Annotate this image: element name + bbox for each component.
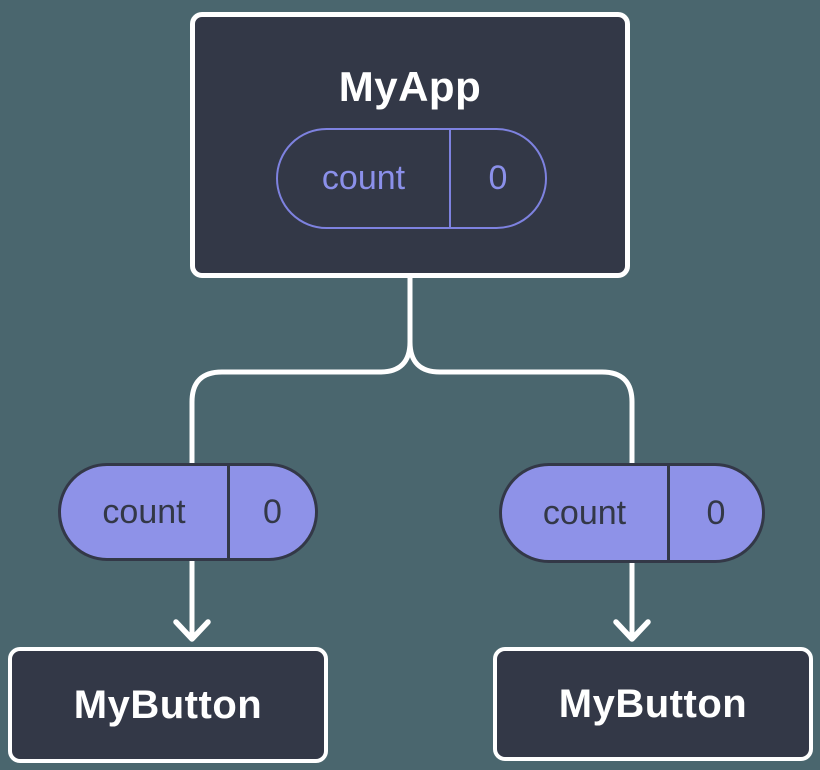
node-mybutton-right: MyButton (493, 647, 813, 761)
node-myapp-title: MyApp (338, 63, 482, 110)
prop-name-label: count (542, 493, 627, 532)
arrow-down-right-icon (613, 549, 651, 642)
prop-value: 0 (227, 466, 315, 558)
node-mybutton-left-title: MyButton (73, 682, 263, 727)
arrow-down-left-icon (173, 547, 211, 642)
prop-pill-right-child: count 0 (499, 463, 765, 563)
prop-name: count (502, 466, 667, 560)
node-myapp: MyApp (190, 12, 630, 278)
node-mybutton-left: MyButton (8, 647, 328, 763)
prop-value-label: 0 (488, 159, 508, 197)
prop-pill-root: count 0 (276, 128, 547, 229)
prop-name: count (61, 466, 227, 558)
prop-value-label: 0 (263, 492, 282, 531)
prop-value-label: 0 (706, 493, 726, 532)
connector-root-to-right-child (407, 271, 635, 488)
prop-name-label: count (321, 159, 406, 197)
prop-pill-left-child: count 0 (58, 463, 318, 561)
prop-name-label: count (102, 492, 186, 531)
node-mybutton-right-title: MyButton (558, 681, 748, 726)
prop-value: 0 (449, 130, 545, 227)
prop-value: 0 (667, 466, 762, 560)
prop-name: count (278, 130, 449, 227)
connector-root-to-left-child (189, 271, 413, 488)
